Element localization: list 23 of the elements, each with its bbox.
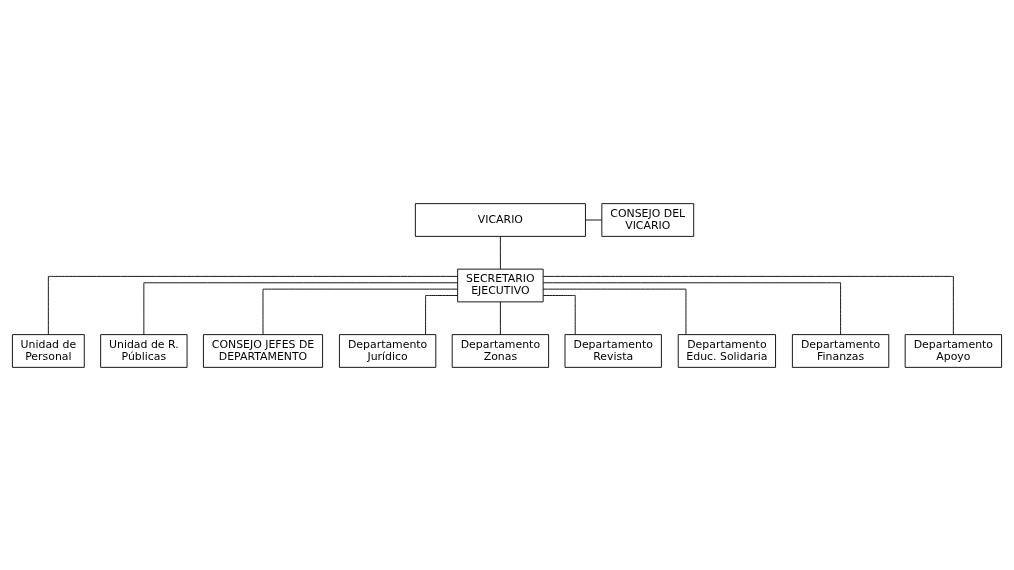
node-box: Departamento Apoyo <box>904 333 1003 368</box>
node-box: SECRETARIO EJECUTIVO <box>457 268 544 302</box>
node-box: Departamento Finanzas <box>791 333 890 368</box>
connector <box>47 275 458 335</box>
connector <box>499 301 501 335</box>
node-box: Unidad de Personal <box>11 333 85 368</box>
connector <box>425 294 458 335</box>
node-box: VICARIO <box>414 202 586 237</box>
node-box: CONSEJO JEFES DE DEPARTAMENTO <box>202 333 324 368</box>
connector <box>499 235 501 269</box>
node-box: CONSEJO DEL VICARIO <box>601 202 695 237</box>
connector <box>143 281 458 335</box>
connector <box>585 219 603 220</box>
node-box: Departamento Zonas <box>451 333 550 368</box>
node-box: Departamento Jurídico <box>338 333 437 368</box>
connector <box>543 281 842 335</box>
node-box: Unidad de R. Públicas <box>100 333 188 368</box>
node-box: Departamento Revista <box>564 333 662 368</box>
connector <box>542 288 687 335</box>
node-box: Departamento Educ. Solidaria <box>677 333 776 368</box>
connector <box>543 294 576 335</box>
connector <box>542 275 954 335</box>
connector <box>262 288 458 335</box>
